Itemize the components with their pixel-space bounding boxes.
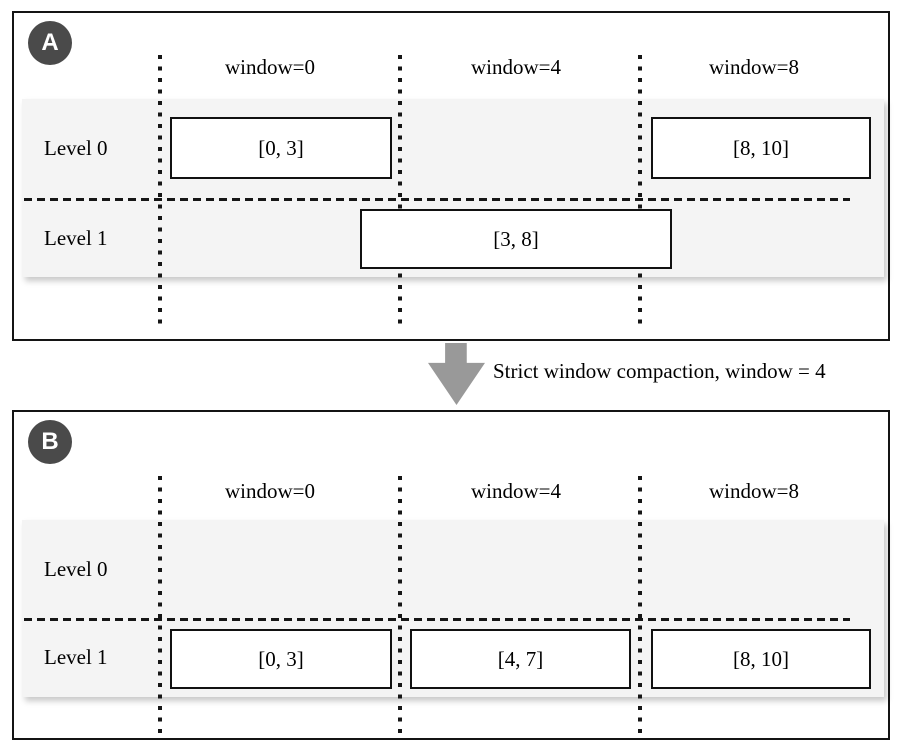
level-divider-dashed-line <box>24 198 850 201</box>
level-divider-dashed-line <box>24 618 850 621</box>
column-header-window-8: window=8 <box>708 55 800 79</box>
panel-after-compaction: B window=0 window=4 window=8 Level 0 Lev… <box>12 410 890 740</box>
column-header-window-4: window=4 <box>470 55 562 79</box>
column-header-window-4: window=4 <box>470 479 562 503</box>
panel-a-badge: A <box>28 21 72 65</box>
row-label-level-1: Level 1 <box>44 226 108 250</box>
compaction-caption: Strict window compaction, window = 4 <box>493 359 826 383</box>
row-label-level-0: Level 0 <box>44 136 108 160</box>
panel-before-compaction: A window=0 window=4 window=8 Level 0 Lev… <box>12 11 890 341</box>
window-boundary-dotted-line <box>638 55 642 329</box>
sstable-box: [8, 10] <box>651 629 871 689</box>
sstable-box: [8, 10] <box>651 117 871 179</box>
row-label-level-1: Level 1 <box>44 645 108 669</box>
window-boundary-dotted-line <box>638 476 642 736</box>
window-boundary-dotted-line <box>158 55 162 329</box>
panel-b-badge: B <box>28 420 72 464</box>
column-header-window-0: window=0 <box>224 479 316 503</box>
sstable-box: [0, 3] <box>170 117 392 179</box>
sstable-box: [4, 7] <box>410 629 631 689</box>
window-boundary-dotted-line <box>398 55 402 329</box>
window-boundary-dotted-line <box>158 476 162 736</box>
column-header-window-0: window=0 <box>224 55 316 79</box>
row-label-level-0: Level 0 <box>44 557 108 581</box>
column-header-window-8: window=8 <box>708 479 800 503</box>
window-boundary-dotted-line <box>398 476 402 736</box>
down-arrow-icon <box>428 343 485 405</box>
sstable-box: [3, 8] <box>360 209 672 269</box>
sstable-box: [0, 3] <box>170 629 392 689</box>
